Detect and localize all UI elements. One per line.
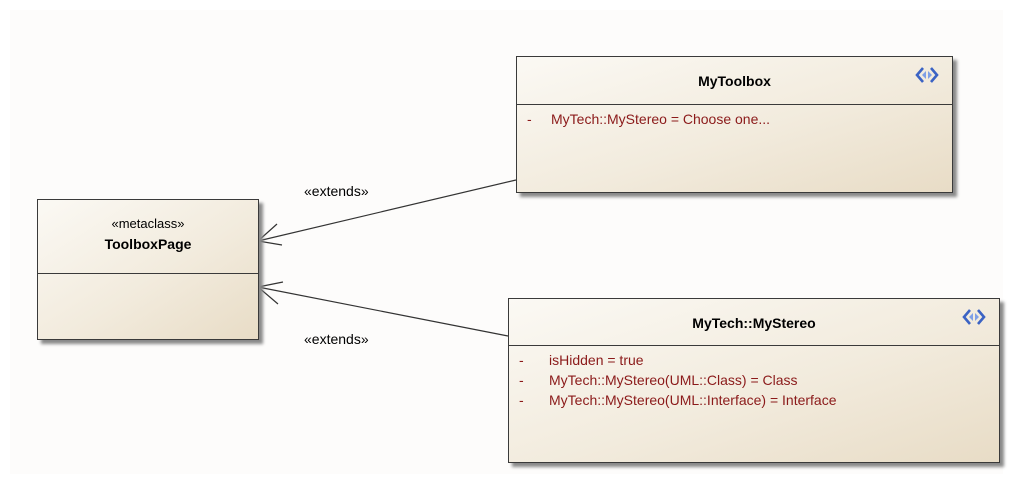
open-arrowhead-icon	[256, 223, 283, 246]
attribute-row[interactable]: - MyTech::MyStereo(UML::Class) = Class	[509, 372, 999, 392]
visibility-marker: -	[519, 372, 524, 388]
extends-connector-toolbox[interactable]	[257, 179, 517, 242]
open-arrowhead-icon	[256, 281, 284, 305]
diagram-canvas: «extends» «extends» «metaclass» ToolboxP…	[10, 10, 1003, 474]
attribute-text: MyTech::MyStereo = Choose one...	[551, 111, 771, 127]
class-header: MyTech::MyStereo	[509, 299, 999, 346]
attribute-text: MyTech::MyStereo(UML::Class) = Class	[549, 372, 798, 388]
metaclass-toolboxpage[interactable]: «metaclass» ToolboxPage	[37, 199, 259, 340]
metaclass-name: ToolboxPage	[104, 236, 192, 252]
enumeration-icon	[962, 309, 986, 325]
attribute-row[interactable]: - isHidden = true	[509, 352, 999, 372]
metaclass-header: «metaclass» ToolboxPage	[38, 200, 258, 274]
enumeration-icon	[915, 67, 939, 83]
visibility-marker: -	[527, 111, 532, 127]
visibility-marker: -	[519, 352, 524, 368]
extends-connector-stereo[interactable]	[257, 286, 509, 337]
class-name: MyTech::MyStereo	[692, 315, 816, 331]
attribute-list: - MyTech::MyStereo = Choose one...	[517, 105, 952, 131]
extends-label-stereo: «extends»	[304, 331, 369, 347]
class-name: MyToolbox	[698, 73, 771, 89]
class-header: MyToolbox	[517, 57, 952, 105]
attribute-row[interactable]: - MyTech::MyStereo(UML::Interface) = Int…	[509, 392, 999, 412]
attribute-row[interactable]: - MyTech::MyStereo = Choose one...	[517, 111, 952, 131]
class-mytoolbox[interactable]: MyToolbox - MyTech::MyStereo = Choose on…	[516, 56, 953, 193]
attribute-list: - isHidden = true - MyTech::MyStereo(UML…	[509, 346, 999, 412]
connectors-layer	[256, 179, 517, 337]
metaclass-stereotype: «metaclass»	[111, 216, 185, 231]
attribute-text: isHidden = true	[549, 352, 644, 368]
visibility-marker: -	[519, 392, 524, 408]
attribute-text: MyTech::MyStereo(UML::Interface) = Inter…	[549, 392, 837, 408]
class-mystereo[interactable]: MyTech::MyStereo - isHidden = true - MyT…	[508, 298, 1000, 463]
extends-label-toolbox: «extends»	[304, 183, 369, 199]
